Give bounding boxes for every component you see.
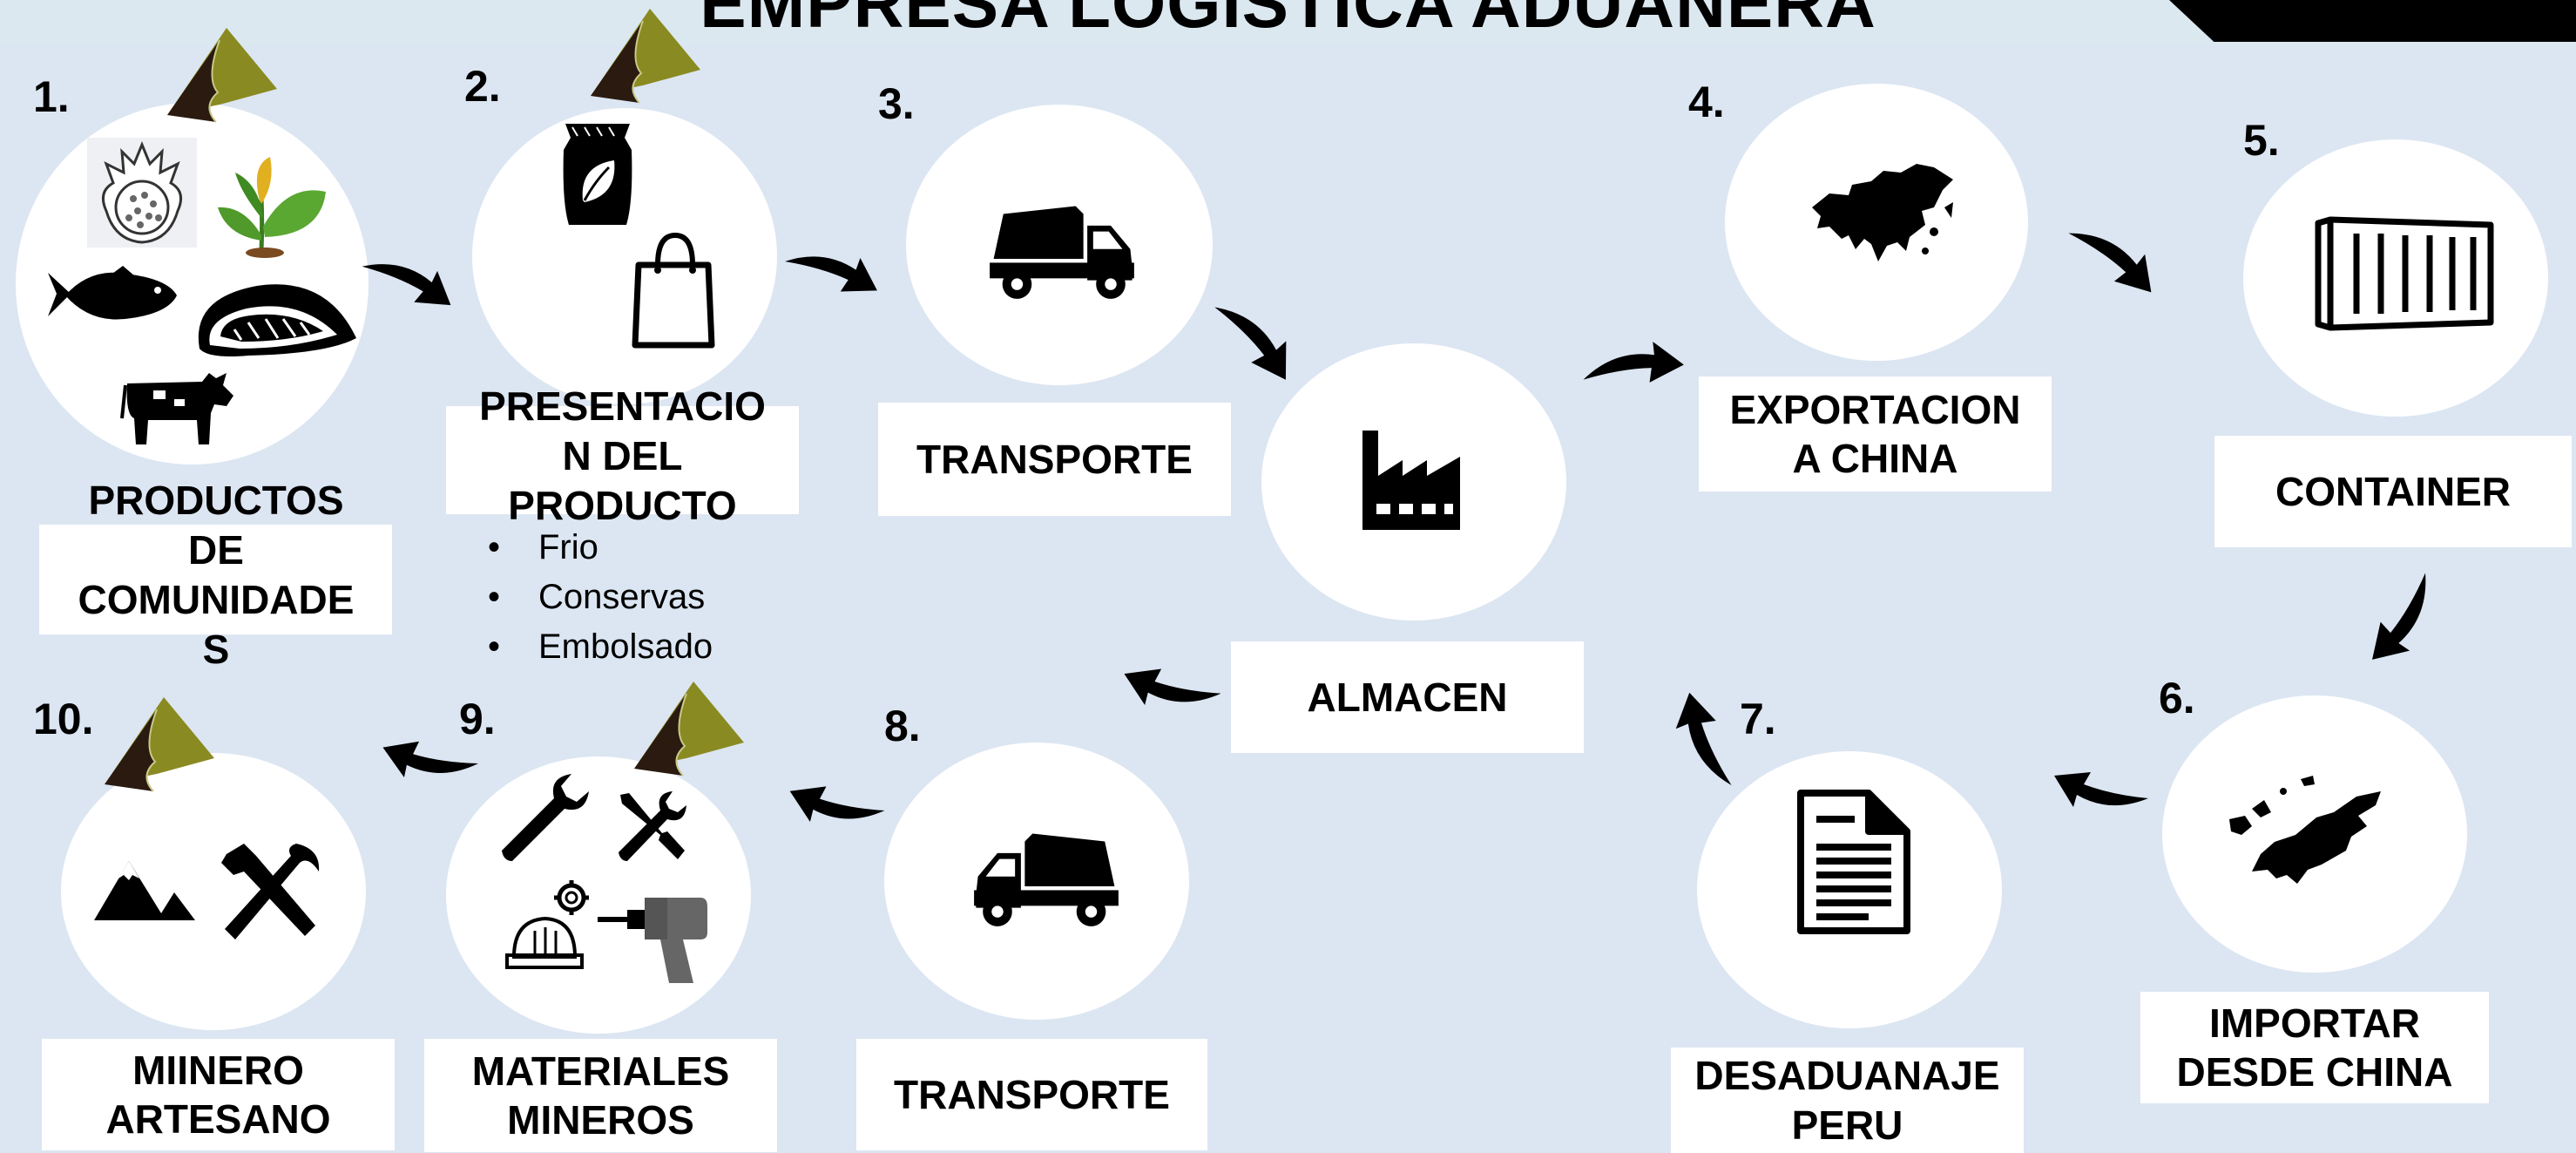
- bullet-item: Conservas: [488, 573, 713, 622]
- minero-line-2: ARTESANO: [105, 1096, 331, 1142]
- curved-arrow-icon: [789, 784, 885, 823]
- transporte-bottom-label: TRANSPORTE: [856, 1039, 1207, 1150]
- step-8-number: 8.: [884, 702, 921, 750]
- almacen-label: ALMACEN: [1231, 641, 1584, 753]
- plant-icon: [218, 157, 326, 258]
- document-icon: [1797, 790, 1910, 934]
- helmet-icon: [505, 880, 589, 969]
- curved-arrow-icon: [357, 257, 456, 309]
- pineapple-icon: [87, 138, 197, 248]
- cow-icon: [120, 373, 233, 444]
- hammer-pick-icon: [221, 844, 320, 939]
- wrench-screwdriver-icon: [619, 791, 686, 861]
- curved-arrow-icon: [1579, 334, 1686, 405]
- step-7-number: 7.: [1740, 695, 1776, 743]
- title-banner: EMPRESA LOGISTICA ADUANERA: [0, 0, 2576, 45]
- materiales-line-2: MINEROS: [507, 1097, 694, 1143]
- productos-label-box: [39, 525, 392, 634]
- step-3-number: 3.: [878, 79, 915, 128]
- transporte-bottom-text: TRANSPORTE: [894, 1071, 1170, 1117]
- shopping-bag-icon: [632, 232, 715, 349]
- productos-line-4: S: [202, 627, 230, 673]
- productos-label: PRODUCTOS DE COMUNIDADE S: [16, 476, 416, 675]
- presentacion-line-3: PRODUCTO: [508, 483, 737, 529]
- exportacion-line-1: EXPORTACION: [1729, 386, 2021, 432]
- step-5-circle: [2243, 139, 2548, 417]
- productos-line-1: PRODUCTOS: [88, 478, 344, 523]
- container-text: CONTAINER: [2275, 468, 2512, 514]
- productos-line-3: COMUNIDADE: [78, 577, 355, 623]
- curved-arrow-icon: [382, 737, 479, 779]
- presentacion-line-1: PRESENTACIO: [479, 383, 766, 429]
- meat-icon: [198, 284, 356, 356]
- importar-line-1: IMPORTAR: [2209, 1000, 2420, 1046]
- page-title: EMPRESA LOGISTICA ADUANERA: [700, 0, 1876, 42]
- fish-icon: [48, 266, 177, 320]
- presentacion-label-box: [446, 406, 799, 514]
- almacen-text: ALMACEN: [1307, 674, 1508, 720]
- curved-arrow-icon: [1124, 667, 1221, 706]
- europe-asia-map-icon: [2229, 776, 2381, 884]
- leaf-bag-icon: [563, 124, 632, 225]
- drill-icon: [598, 898, 707, 983]
- step-1-number: 1.: [33, 72, 70, 121]
- step-5-number: 5.: [2243, 116, 2280, 165]
- step-10-number: 10.: [33, 695, 94, 743]
- presentacion-label: PRESENTACIO N DEL PRODUCTO: [429, 382, 816, 531]
- step-9-circle: [446, 756, 751, 1034]
- bullet-item: Frio: [488, 523, 713, 573]
- presentacion-bullets: Frio Conservas Embolsado: [488, 523, 713, 672]
- container-label: CONTAINER: [2214, 436, 2572, 547]
- minero-line-1: MIINERO: [132, 1047, 304, 1093]
- desaduanaje-line-2: PERU: [1791, 1102, 1903, 1148]
- exportacion-line-2: A CHINA: [1792, 436, 1958, 481]
- desaduanaje-line-1: DESADUANAJE: [1694, 1053, 2000, 1099]
- asia-map-icon: [1812, 164, 1953, 261]
- step-2-number: 2.: [464, 62, 501, 111]
- step-4-number: 4.: [1688, 78, 1725, 126]
- banner-black-shape: [2169, 0, 2576, 42]
- curved-arrow-icon: [2058, 224, 2164, 296]
- bullet-item: Embolsado: [488, 622, 713, 672]
- step-6-number: 6.: [2159, 674, 2195, 722]
- curved-arrow-icon: [1663, 690, 1754, 791]
- presentacion-line-2: N DEL: [562, 433, 683, 479]
- curved-arrow-icon: [2054, 772, 2148, 807]
- curved-arrow-icon: [1200, 299, 1303, 383]
- productos-line-2: DE: [188, 527, 244, 573]
- wrench-icon: [502, 774, 589, 861]
- step-9-number: 9.: [459, 695, 496, 743]
- mountain-icon: [94, 861, 195, 920]
- curved-arrow-icon: [782, 252, 880, 295]
- factory-icon: [1362, 431, 1460, 530]
- materiales-line-1: MATERIALES: [471, 1048, 730, 1094]
- shipping-container-icon: [2315, 216, 2494, 331]
- transporte-top-text: TRANSPORTE: [916, 436, 1193, 482]
- transporte-top-label: TRANSPORTE: [878, 403, 1231, 516]
- importar-line-2: DESDE CHINA: [2176, 1049, 2453, 1095]
- curved-arrow-icon: [2369, 564, 2435, 670]
